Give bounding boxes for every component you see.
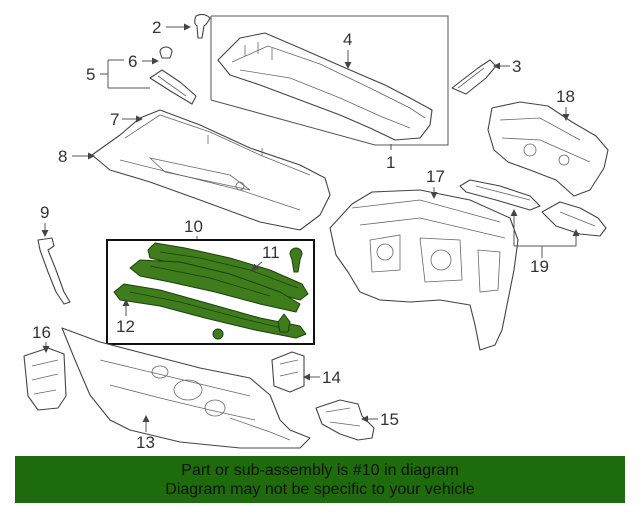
info-banner: Part or sub-assembly is #10 in diagram D… (15, 456, 625, 503)
part-6-fastener[interactable] (159, 46, 173, 59)
callout-10: 10 (184, 217, 203, 236)
callout-16: 16 (32, 323, 51, 342)
callout-8: 8 (58, 147, 67, 166)
callout-12: 12 (116, 317, 135, 336)
part-13-dash-panel[interactable] (61, 327, 311, 449)
part-14-insulator[interactable] (271, 351, 305, 393)
part-10-bolt[interactable] (289, 247, 303, 273)
callout-4: 4 (343, 30, 352, 49)
part-19-reinforcement[interactable] (459, 179, 607, 237)
callout-19: 19 (530, 257, 549, 276)
callout-6: 6 (128, 52, 137, 71)
callout-1: 1 (386, 153, 395, 172)
callout-3: 3 (512, 57, 521, 76)
banner-line-1: Part or sub-assembly is #10 in diagram (181, 462, 459, 479)
callout-5: 5 (86, 65, 95, 84)
callout-17: 17 (426, 167, 445, 186)
part-17-instrument-panel[interactable] (329, 189, 519, 351)
banner-line-2: Diagram may not be specific to your vehi… (165, 481, 475, 498)
part-4-cowl-top[interactable] (217, 32, 433, 141)
part-10-clip[interactable] (212, 313, 291, 340)
part-3-bracket[interactable] (451, 59, 497, 95)
part-9-rod[interactable] (37, 237, 71, 305)
part-10-frame (106, 239, 315, 345)
callout-7: 7 (110, 110, 119, 129)
leader-19 (513, 210, 577, 258)
callout-18: 18 (556, 87, 575, 106)
part-18-dash-side[interactable] (487, 101, 609, 197)
part-4-frame (210, 15, 449, 146)
callout-11: 11 (262, 243, 280, 262)
callout-14: 14 (322, 368, 341, 387)
part-10-cowl-assembly[interactable] (129, 259, 301, 313)
callout-2: 2 (152, 18, 161, 37)
callout-9: 9 (40, 203, 49, 222)
leader-11 (251, 261, 263, 271)
leader-5 (100, 59, 150, 89)
callout-13: 13 (136, 433, 155, 452)
part-2-clip[interactable] (194, 13, 211, 39)
part-5-seal[interactable] (149, 69, 197, 105)
part-15-bracket[interactable] (315, 399, 375, 441)
part-12-lower-panel[interactable] (113, 283, 307, 339)
part-8-plenum-panel[interactable] (91, 109, 331, 231)
callout-15: 15 (380, 410, 399, 429)
part-16-side-panel[interactable] (23, 347, 67, 411)
